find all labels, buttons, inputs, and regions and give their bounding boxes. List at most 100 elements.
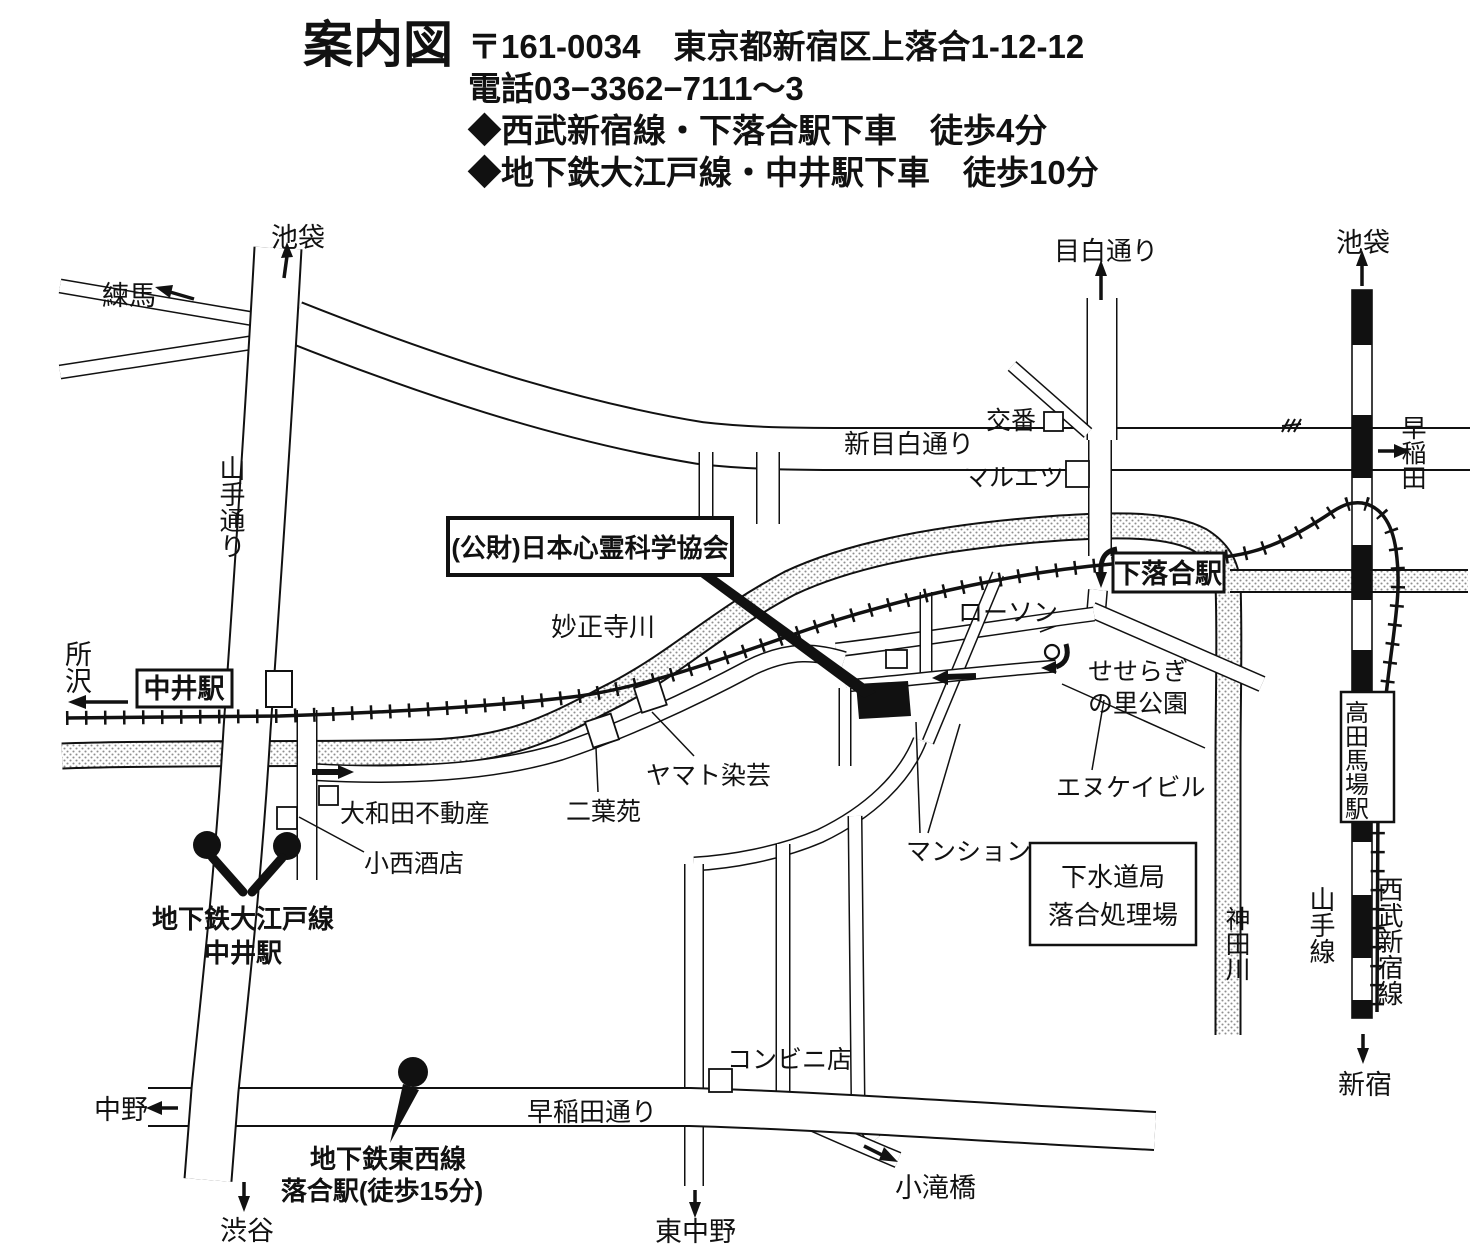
label-koban: 交番 [986, 407, 1036, 435]
oedo-entrance-dot-west [193, 831, 221, 859]
mansion-pointer-1 [915, 721, 921, 834]
label-tozai-ochiai: 落合駅(徒歩15分) [281, 1176, 483, 1206]
label-tozai-line: 地下鉄東西線 [310, 1144, 466, 1174]
label-lawson: ローソン [958, 599, 1058, 627]
bridge-mark [1281, 418, 1302, 433]
arrow-shibuya [238, 1182, 250, 1212]
maruetsu-building [1065, 460, 1090, 488]
label-takadanobaba-station: 高田馬場駅 [1341, 700, 1369, 820]
destination-label-box [446, 516, 734, 577]
futabaen-building [583, 712, 621, 749]
arrow-waseda [1378, 444, 1410, 458]
label-seibu-shinjuku-line: 西武新宿線 [1374, 876, 1404, 1006]
small-building [885, 649, 908, 669]
river-side-street [311, 644, 847, 783]
label-waseda-dori: 早稲田通り [527, 1097, 657, 1127]
arrow-kotakibashi [863, 1144, 898, 1162]
label-nk-building: エヌケイビル [1056, 774, 1206, 802]
label-shimo-ochiai-station: 下落合駅 [1114, 558, 1222, 589]
access-seibu-line: ◆西武新宿線・下落合駅下車 徒歩4分 [467, 112, 1047, 149]
nerima-road-upper [58, 278, 268, 329]
label-tokorozawa: 所沢 [61, 640, 92, 694]
arrow-ikebukuro-east [1356, 250, 1368, 286]
yamato-pointer [651, 711, 695, 757]
owada-building [318, 785, 339, 806]
arrow-mejiro-dori [1095, 260, 1107, 300]
koban-building [1043, 411, 1064, 432]
route-arrow-station-exit [1095, 546, 1118, 588]
shin-mejiro-dori-road [285, 301, 1470, 472]
arrow-nerima [155, 285, 195, 301]
konishi-building [276, 806, 298, 830]
label-myoshoji-river: 妙正寺川 [551, 612, 655, 642]
label-owada: 大和田不動産 [340, 800, 490, 828]
seibu-shinjuku-line-railway [65, 495, 1406, 1013]
tozai-entrance-dot [398, 1057, 428, 1087]
label-destination: (公財)日本心霊科学協会 [451, 533, 728, 563]
label-sewage-2: 落合処理場 [1048, 900, 1178, 930]
access-oedo-line: ◆地下鉄大江戸線・中井駅下車 徒歩10分 [467, 154, 1099, 191]
label-konishi: 小西酒店 [364, 850, 464, 878]
page-title: 案内図 [303, 17, 453, 73]
label-yamato-sengei: ヤマト染芸 [646, 762, 771, 790]
label-yamanote-line: 山手線 [1306, 886, 1336, 964]
label-ikebukuro-east: 池袋 [1336, 228, 1390, 258]
label-ikebukuro-west: 池袋 [271, 223, 325, 253]
myoshoji-river [61, 512, 1242, 770]
label-seseragi-2: の里公園 [1088, 690, 1188, 718]
arrow-higashi-nakano [689, 1190, 701, 1218]
label-shibuya: 渋谷 [220, 1216, 274, 1246]
label-shin-mejiro-dori: 新目白通り [844, 429, 974, 459]
curve-street [693, 737, 927, 872]
destination-pointer [698, 575, 876, 698]
label-waseda: 早稲田 [1398, 415, 1427, 490]
grid-street-h1 [835, 606, 1095, 658]
label-shinjuku: 新宿 [1338, 1070, 1392, 1100]
arrow-shinjuku [1357, 1034, 1369, 1064]
yamato-sengei-building [632, 678, 668, 714]
label-oedo-nakai: 中井駅 [204, 938, 282, 968]
label-mejiro-dori: 目白通り [1054, 236, 1158, 266]
phone-line: 電話03−3362−7111〜3 [468, 70, 804, 107]
nerima-road-lower [58, 334, 258, 380]
label-sewage-1: 下水道局 [1061, 862, 1165, 892]
nk-building-pointer [1091, 699, 1105, 771]
label-yamate-dori: 山手通り [216, 455, 246, 559]
oedo-entrance-dot-east [273, 832, 301, 860]
route-arrow-west [932, 670, 977, 685]
label-oedo-line: 地下鉄大江戸線 [152, 904, 334, 934]
address-line: 〒161-0034 東京都新宿区上落合1-12-12 [468, 28, 1084, 65]
arrow-ikebukuro-west [281, 242, 293, 279]
tozai-pointer [390, 1084, 419, 1143]
takadanobaba-station-box [1339, 690, 1396, 824]
route-arrow-turn [1041, 643, 1070, 674]
yamate-dori-road [183, 246, 303, 1182]
label-nakano: 中野 [94, 1095, 148, 1125]
grid-street-d1 [922, 571, 1004, 745]
yamanote-line-bar [1351, 289, 1373, 1019]
label-nerima: 練馬 [102, 281, 156, 311]
nakai-station-building [265, 670, 293, 708]
koban-street [1007, 361, 1093, 438]
konishi-pointer [298, 816, 365, 853]
label-nakai-station: 中井駅 [144, 674, 225, 704]
label-maruetsu: マルエツ [964, 464, 1064, 492]
label-kanda-river: 神田川 [1222, 906, 1251, 981]
label-mansion: マンション [906, 838, 1031, 866]
sewage-plant-box [1028, 841, 1198, 947]
mansion-pointer-2 [927, 723, 961, 834]
arrow-tokorozawa [68, 695, 128, 709]
futabaen-pointer [595, 747, 599, 793]
oedo-pointer-left [207, 852, 248, 897]
waseda-dori-road [148, 1087, 1157, 1151]
conbini-building [708, 1068, 733, 1093]
nakai-station-box [135, 668, 234, 709]
label-seseragi-1: せせらぎ [1088, 658, 1188, 686]
arrow-nakano [146, 1101, 178, 1115]
label-kotakibashi: 小滝橋 [895, 1173, 976, 1203]
shimo-ochiai-station-box [1111, 551, 1226, 594]
oedo-pointer-right [247, 853, 287, 897]
label-higashi-nakano: 東中野 [655, 1217, 736, 1246]
